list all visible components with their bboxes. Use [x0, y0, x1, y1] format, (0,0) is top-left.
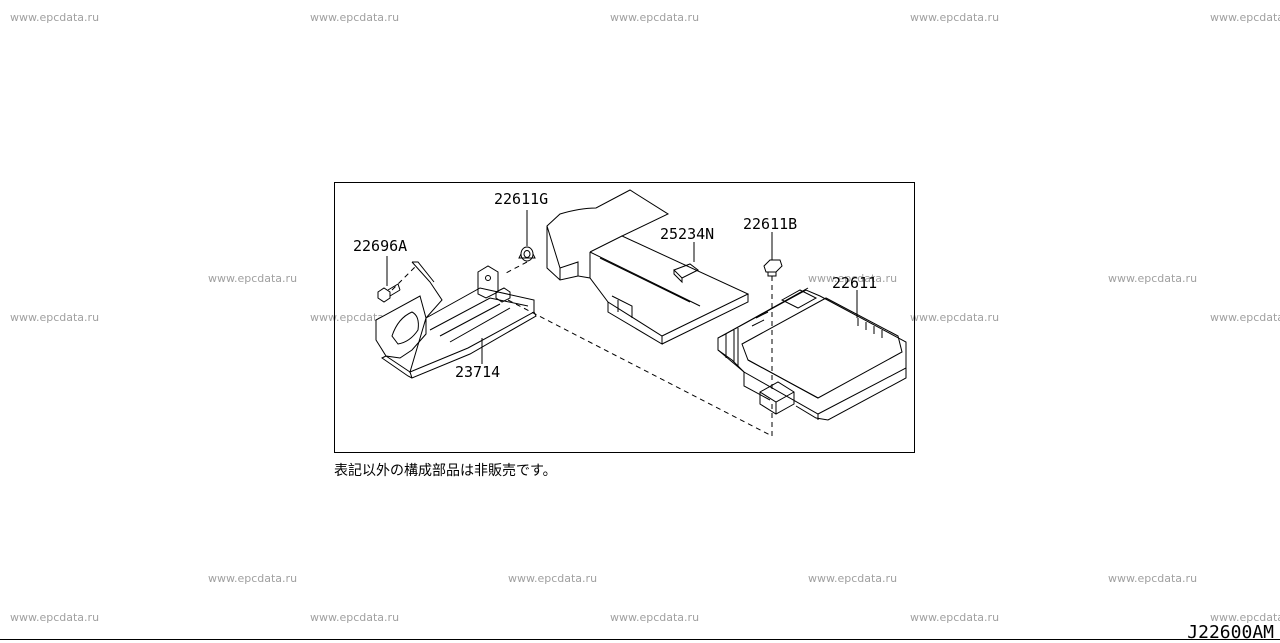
diagram-frame	[334, 182, 915, 453]
watermark: www.epcdata.ru	[1108, 572, 1198, 585]
watermark: www.epcdata.ru	[1210, 311, 1280, 324]
part-25234N-drawing	[546, 189, 750, 345]
watermark: www.epcdata.ru	[1210, 11, 1280, 24]
watermark: www.epcdata.ru	[1210, 611, 1280, 624]
part-label-25234N: 25234N	[660, 225, 714, 243]
watermark: www.epcdata.ru	[610, 611, 700, 624]
part-22611B-drawing	[763, 259, 783, 277]
part-22611G-drawing	[518, 246, 536, 262]
watermark: www.epcdata.ru	[910, 611, 1000, 624]
part-22696A-drawing	[377, 283, 401, 303]
watermark: www.epcdata.ru	[508, 572, 598, 585]
part-23714-drawing	[375, 261, 537, 379]
watermark: www.epcdata.ru	[808, 272, 898, 285]
watermark: www.epcdata.ru	[808, 572, 898, 585]
part-label-22611: 22611	[832, 274, 877, 292]
watermark: www.epcdata.ru	[10, 311, 100, 324]
part-label-22611B: 22611B	[743, 215, 797, 233]
watermark: www.epcdata.ru	[1108, 272, 1198, 285]
part-22611-drawing	[717, 287, 907, 421]
watermark: www.epcdata.ru	[910, 11, 1000, 24]
watermark: www.epcdata.ru	[10, 11, 100, 24]
alignment-lines	[391, 261, 773, 437]
watermark: www.epcdata.ru	[310, 11, 400, 24]
diagram-code: J22600AM	[1187, 622, 1274, 643]
watermark: www.epcdata.ru	[610, 11, 700, 24]
part-label-22696A: 22696A	[353, 237, 407, 255]
watermark: www.epcdata.ru	[10, 611, 100, 624]
leader-lines	[386, 210, 858, 364]
watermark: www.epcdata.ru	[310, 311, 400, 324]
part-label-23714: 23714	[455, 363, 500, 381]
watermark: www.epcdata.ru	[310, 611, 400, 624]
watermark: www.epcdata.ru	[910, 311, 1000, 324]
part-label-22611G: 22611G	[494, 190, 548, 208]
watermark: www.epcdata.ru	[208, 272, 298, 285]
diagram-note: 表記以外の構成部品は非販売です。	[334, 463, 557, 479]
watermark: www.epcdata.ru	[208, 572, 298, 585]
